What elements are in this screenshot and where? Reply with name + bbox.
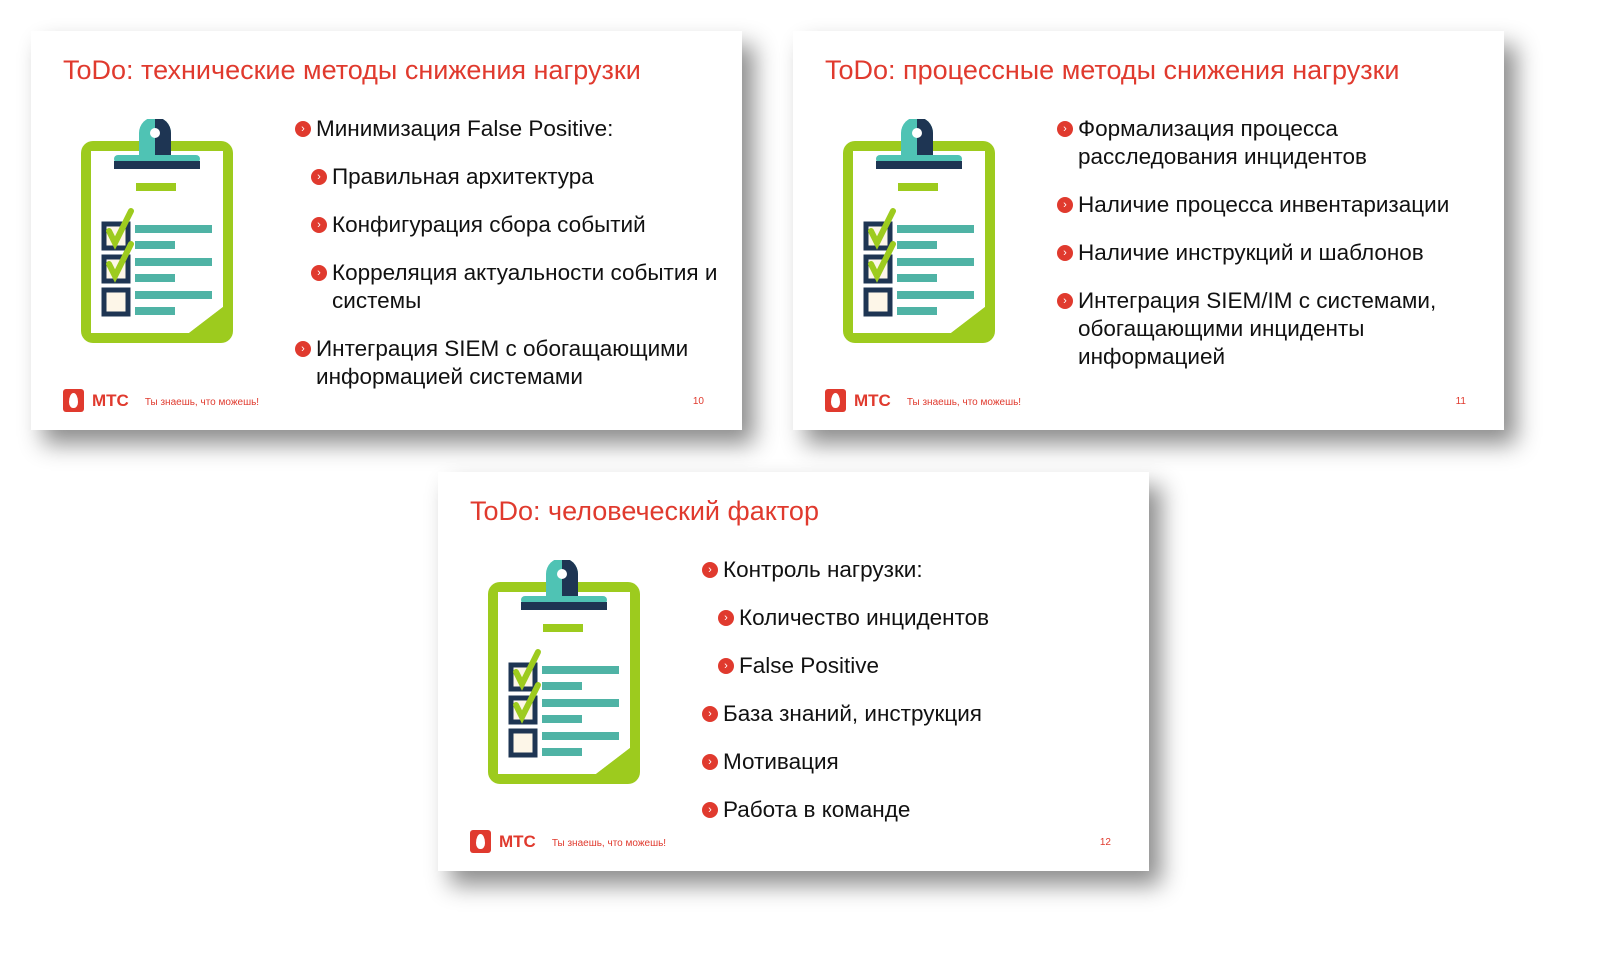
list-item: › Наличие инструкций и шаблонов xyxy=(1057,239,1497,267)
brand-name: МТС xyxy=(854,390,891,410)
bullet-chevron-icon: › xyxy=(718,610,734,626)
slide-10: ToDo: технические методы снижения нагруз… xyxy=(31,31,742,430)
list-item: › Наличие процесса инвентаризации xyxy=(1057,191,1497,219)
list-item-text: Контроль нагрузки: xyxy=(723,557,923,582)
list-item: › База знаний, инструкция xyxy=(702,700,1142,728)
bullet-list: › Контроль нагрузки: › Количество инциденто… xyxy=(702,556,1142,844)
list-item: › Формализация процесса расследования инц… xyxy=(1057,115,1497,171)
list-item: › Мотивация xyxy=(702,748,1142,776)
page-number: 12 xyxy=(1099,837,1111,848)
list-item-text: Наличие процесса инвентаризации xyxy=(1078,192,1450,217)
slogan: Ты знаешь, что можешь! xyxy=(906,397,1022,408)
list-item-text: Наличие инструкций и шаблонов xyxy=(1078,240,1424,265)
bullet-chevron-icon: › xyxy=(1057,197,1073,213)
slide-12: ToDo: человеческий фактор › Контроль нагр… xyxy=(438,472,1149,871)
slide-title: ToDo: процессные методы снижения нагрузк… xyxy=(825,55,1400,85)
list-item-text: Конфигурация сбора событий xyxy=(332,212,646,237)
bullet-list: › Минимизация False Positive: › Правильная … xyxy=(295,115,735,411)
bullet-chevron-icon: › xyxy=(311,265,327,281)
bullet-chevron-icon: › xyxy=(702,754,718,770)
list-item: › Минимизация False Positive: xyxy=(295,115,735,143)
mts-logo: МТС Ты знаешь, что можешь! xyxy=(470,830,666,853)
list-item-text: Мотивация xyxy=(723,749,839,774)
list-item-text: Правильная архитектура xyxy=(332,164,594,189)
list-item: › Работа в команде xyxy=(702,796,1142,824)
list-item-text: Корреляция актуальности события и систем… xyxy=(332,260,718,313)
list-item: › Контроль нагрузки: xyxy=(702,556,1142,584)
slide-title: ToDo: технические методы снижения нагруз… xyxy=(63,55,641,85)
list-item-text: База знаний, инструкция xyxy=(723,701,982,726)
bullet-chevron-icon: › xyxy=(702,802,718,818)
clipboard-checklist-icon xyxy=(486,558,644,786)
slide-title: ToDo: человеческий фактор xyxy=(470,496,819,526)
list-item-text: Интеграция SIEM/IM с системами, обогащаю… xyxy=(1078,288,1437,369)
list-item-text: Формализация процесса расследования инци… xyxy=(1078,116,1367,169)
bullet-chevron-icon: › xyxy=(1057,293,1073,309)
page-number: 11 xyxy=(1455,396,1466,407)
clipboard-checklist-icon xyxy=(79,117,237,345)
brand-name: МТС xyxy=(92,390,129,410)
bullet-chevron-icon: › xyxy=(1057,121,1073,137)
list-item: › Конфигурация сбора событий xyxy=(311,211,735,239)
bullet-chevron-icon: › xyxy=(311,169,327,185)
slogan: Ты знаешь, что можешь! xyxy=(551,838,667,849)
mts-egg-icon xyxy=(63,389,84,412)
slide-11: ToDo: процессные методы снижения нагрузк… xyxy=(793,31,1504,430)
mts-logo: МТС Ты знаешь, что можешь! xyxy=(825,389,1021,412)
mts-egg-icon xyxy=(825,389,846,412)
list-item-text: Минимизация False Positive: xyxy=(316,116,614,141)
list-item: › Правильная архитектура xyxy=(311,163,735,191)
list-item: › Количество инцидентов xyxy=(718,604,1142,632)
list-item-text: Интеграция SIEM с обогащающими информаци… xyxy=(316,336,689,389)
bullet-list: › Формализация процесса расследования инц… xyxy=(1057,115,1497,391)
bullet-chevron-icon: › xyxy=(1057,245,1073,261)
brand-name: МТС xyxy=(499,831,536,851)
mts-egg-icon xyxy=(470,830,491,853)
bullet-chevron-icon: › xyxy=(311,217,327,233)
list-item: › Интеграция SIEM/IM с системами, обогаща… xyxy=(1057,287,1497,371)
mts-logo: МТС Ты знаешь, что можешь! xyxy=(63,389,259,412)
list-item-text: False Positive xyxy=(739,653,880,678)
bullet-chevron-icon: › xyxy=(295,121,311,137)
bullet-chevron-icon: › xyxy=(702,706,718,722)
bullet-chevron-icon: › xyxy=(718,658,734,674)
slogan: Ты знаешь, что можешь! xyxy=(144,397,260,408)
clipboard-checklist-icon xyxy=(841,117,999,345)
page-number: 10 xyxy=(692,396,704,407)
list-item: › Интеграция SIEM с обогащающими информац… xyxy=(295,335,735,391)
list-item: › False Positive xyxy=(718,652,1142,680)
list-item-text: Количество инцидентов xyxy=(739,605,990,630)
bullet-chevron-icon: › xyxy=(295,341,311,357)
list-item-text: Работа в команде xyxy=(723,797,911,822)
list-item: › Корреляция актуальности события и систе… xyxy=(311,259,735,315)
bullet-chevron-icon: › xyxy=(702,562,718,578)
